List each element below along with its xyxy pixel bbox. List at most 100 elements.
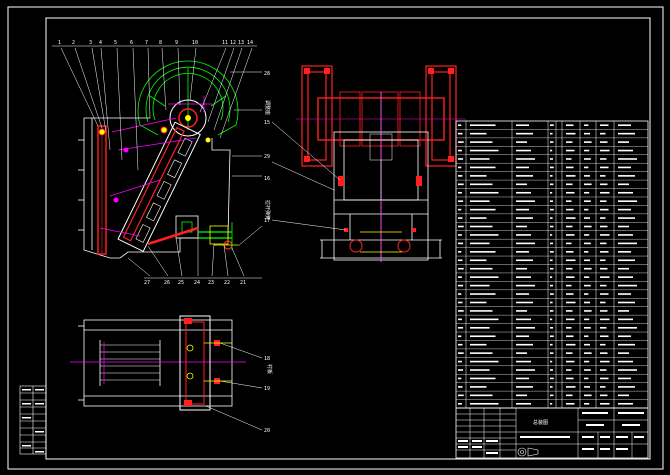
balloon-10: 10 <box>192 40 198 46</box>
parts-cell-text-mark <box>618 191 633 194</box>
parts-cell-text-mark <box>458 284 464 287</box>
parts-cell-text-mark <box>550 166 554 169</box>
crusher-frame <box>78 117 231 259</box>
parts-cell-text-mark <box>600 191 610 194</box>
parts-cell-text-mark <box>600 276 610 278</box>
parts-cell-text-mark <box>550 234 553 236</box>
balloon-25: 25 <box>178 280 184 286</box>
parts-cell-text-mark <box>600 175 606 177</box>
parts-cell-text-mark <box>600 124 609 127</box>
parts-cell-text-mark <box>550 284 553 287</box>
parts-cell-text-mark <box>470 335 496 338</box>
parts-cell-text-mark <box>470 360 499 363</box>
parts-cell-text-mark <box>600 377 609 380</box>
parts-cell-text-mark <box>516 234 531 236</box>
parts-cell-text-mark <box>550 276 553 278</box>
parts-cell-text-mark <box>584 175 590 177</box>
parts-cell-text-mark <box>618 141 629 143</box>
note-spring: 拉杆弹簧 <box>264 200 271 220</box>
note-adjuster: 调整座 <box>264 100 271 115</box>
bottom-balloons: 27 26 25 24 23 22 21 <box>144 280 246 286</box>
parts-cell-text-mark <box>550 360 553 363</box>
parts-cell-text-mark <box>600 200 607 202</box>
parts-cell-text-mark <box>566 251 574 253</box>
parts-cell-text-mark <box>566 234 575 236</box>
parts-cell-text-mark <box>550 183 554 186</box>
parts-cell-text-mark <box>584 234 590 236</box>
bottom-balloon-leaders <box>127 237 262 279</box>
parts-cell-text-mark <box>470 225 493 228</box>
parts-cell-text-mark <box>516 225 527 228</box>
parts-cell-text-mark <box>566 402 575 405</box>
parts-cell-text-mark <box>516 267 527 270</box>
balloon-20: 20 <box>264 428 270 434</box>
parts-cell-text-mark <box>458 335 462 338</box>
parts-cell-text-mark <box>470 183 493 186</box>
parts-cell-text-mark <box>458 141 464 143</box>
parts-cell-text-mark <box>566 276 575 278</box>
parts-cell-text-mark <box>584 132 590 135</box>
parts-cell-text-mark <box>470 377 496 380</box>
parts-cell-text-mark <box>516 301 533 304</box>
fixed-jaw-plate <box>97 125 107 255</box>
parts-cell-text-mark <box>584 200 591 202</box>
parts-cell-text-mark <box>458 158 464 160</box>
parts-cell-text-mark <box>584 166 589 169</box>
swing-jaw <box>117 121 201 253</box>
plan-jaw-teeth <box>100 344 160 381</box>
parts-cell-text-mark <box>516 158 535 160</box>
parts-cell-text-mark <box>600 386 606 388</box>
parts-cell-text-mark <box>516 183 527 186</box>
parts-cell-text-mark <box>566 369 572 371</box>
balloon-4: 4 <box>99 40 102 46</box>
parts-cell-text-mark <box>458 251 462 253</box>
parts-cell-text-mark <box>458 310 464 312</box>
parts-cell-text-mark <box>470 166 496 169</box>
parts-cell-text-mark <box>566 352 573 354</box>
parts-cell-text-mark <box>550 369 553 371</box>
parts-cell-text-mark <box>470 208 496 211</box>
parts-cell-text-mark <box>618 386 635 388</box>
balloon-5: 5 <box>114 40 117 46</box>
parts-cell-text-mark <box>550 394 554 397</box>
parts-cell-text-mark <box>566 158 572 160</box>
parts-cell-text-mark <box>550 267 554 270</box>
left-revision-strip <box>19 385 47 455</box>
end-view-flywheels <box>301 65 457 167</box>
parts-cell-text-mark <box>600 225 608 228</box>
parts-cell-text-mark <box>566 377 574 380</box>
parts-cell-text-mark <box>516 394 527 397</box>
parts-cell-text-mark <box>584 124 589 127</box>
balloon-6: 6 <box>130 40 133 46</box>
balloon-19: 19 <box>264 386 270 392</box>
parts-cell-text-mark <box>458 369 464 371</box>
parts-cell-text-mark <box>584 225 592 228</box>
top-balloon-leaders <box>52 45 257 171</box>
parts-cell-text-mark <box>618 352 629 354</box>
eccentric-shaft-outer <box>169 99 207 137</box>
parts-cell-text-mark <box>566 394 573 397</box>
parts-cell-text-mark <box>566 217 576 219</box>
parts-cell-text-mark <box>550 352 554 354</box>
parts-cell-text-mark <box>516 242 535 245</box>
parts-cell-text-mark <box>618 343 635 346</box>
parts-cell-text-mark <box>584 369 591 371</box>
parts-cell-text-mark <box>584 352 592 354</box>
parts-cell-text-mark <box>618 217 635 219</box>
parts-cell-text-mark <box>618 175 635 177</box>
parts-cell-text-mark <box>458 352 464 354</box>
parts-cell-text-mark <box>516 132 533 135</box>
parts-cell-text-mark <box>458 386 463 388</box>
parts-cell-text-mark <box>550 200 553 202</box>
parts-cell-text-mark <box>584 318 590 321</box>
parts-cell-text-mark <box>600 183 608 186</box>
parts-cell-text-mark <box>458 394 464 397</box>
parts-cell-text-mark <box>470 200 490 202</box>
parts-cell-text-mark <box>566 259 576 262</box>
balloon-21: 21 <box>240 280 246 286</box>
parts-cell-text-mark <box>458 276 462 278</box>
parts-cell-text-mark <box>470 251 496 253</box>
parts-cell-text-mark <box>600 242 607 245</box>
parts-cell-text-mark <box>516 369 535 371</box>
